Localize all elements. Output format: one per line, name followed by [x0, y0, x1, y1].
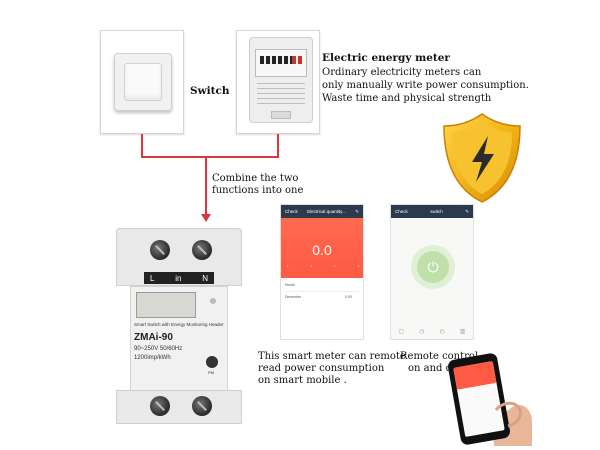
- switch-rocker: [124, 63, 162, 101]
- switch-label: Switch: [190, 85, 230, 97]
- switch-photo: [100, 30, 184, 134]
- nav-icon[interactable]: ◴: [439, 329, 445, 335]
- meter-counter-window: [255, 49, 307, 77]
- screw: [192, 240, 212, 260]
- meter-caption-1: This smart meter can remote: [258, 351, 406, 362]
- device-button-label: PM: [208, 370, 214, 375]
- status-led: [210, 298, 216, 304]
- nav-icon[interactable]: ▥: [459, 329, 466, 335]
- app-screen-consumption: Check Electrical quantity... ✎ 0.0 ▪ ▪ ▪…: [280, 204, 364, 340]
- app-screen-switch: Check switch ✎ ⏻ ▢ ◷ ◴ ▥: [390, 204, 474, 340]
- app-title: Electrical quantity...: [307, 209, 346, 214]
- connector-center-down: [205, 156, 207, 216]
- combine-line-2: functions into one: [212, 185, 304, 196]
- bottom-nav: ▢ ◷ ◴ ▥: [391, 328, 473, 335]
- terminal-l: L: [150, 273, 155, 283]
- terminal-labels: L in N: [144, 272, 214, 284]
- app-title: switch: [430, 209, 443, 214]
- meter-caption-2: read power consumption: [258, 363, 385, 374]
- lightning-shield-icon: [443, 113, 521, 203]
- app-header: Check switch ✎: [391, 205, 473, 218]
- month-label: Month: [285, 283, 295, 287]
- device-subtitle: Smart Switch with Energy Monitoring Head…: [134, 322, 224, 327]
- meter-caption-3: on smart mobile .: [258, 375, 347, 386]
- terminal-in: in: [175, 273, 182, 283]
- energy-meter-body: [249, 37, 313, 123]
- power-toggle[interactable]: ⏻: [411, 245, 455, 289]
- back-button[interactable]: Check: [285, 209, 298, 214]
- app-header: Check Electrical quantity... ✎: [281, 205, 363, 218]
- edit-icon[interactable]: ✎: [465, 208, 469, 214]
- back-button[interactable]: Check: [395, 209, 408, 214]
- edit-icon[interactable]: ✎: [355, 208, 359, 214]
- smart-meter-device: L in N Smart Switch with Energy Monitori…: [116, 228, 242, 424]
- connector-horizontal: [141, 156, 279, 158]
- screw: [150, 240, 170, 260]
- screw: [150, 396, 170, 416]
- month-row[interactable]: December: [285, 295, 302, 299]
- screw: [192, 396, 212, 416]
- nav-icon[interactable]: ▢: [398, 329, 405, 335]
- meter-desc-1: Ordinary electricity meters can: [322, 67, 482, 78]
- meter-title: Electric energy meter: [322, 52, 450, 64]
- combine-line-1: Combine the two: [212, 173, 299, 184]
- month-value: 0.00: [345, 295, 352, 299]
- connector-right-down: [277, 134, 279, 158]
- phone-in-hand: [448, 353, 532, 446]
- connector-arrow-head: [201, 214, 211, 222]
- power-reading: 0.0: [312, 242, 332, 258]
- energy-meter-photo: [236, 30, 320, 134]
- remote-caption-1: Remote control: [400, 351, 479, 362]
- switch-plate: [114, 53, 172, 111]
- device-spec-imp: 1200imp/kWh: [134, 355, 171, 361]
- terminal-n: N: [202, 273, 208, 283]
- device-button[interactable]: [206, 356, 218, 368]
- device-lcd: [136, 292, 196, 318]
- reading-panel: 0.0 ▪ ▪ ▪ ▪: [281, 218, 363, 278]
- device-model: ZMAi-90: [134, 332, 173, 343]
- meter-desc-2: only manually write power consumption.: [322, 80, 529, 91]
- meter-desc-3: Waste time and physical strength: [322, 93, 492, 104]
- power-icon: ⏻: [417, 251, 449, 283]
- device-spec-voltage: 90~250V 50/60Hz: [134, 346, 183, 352]
- remote-caption-2: on and off: [408, 363, 459, 374]
- nav-icon[interactable]: ◷: [419, 329, 425, 335]
- connector-left-down: [141, 134, 143, 158]
